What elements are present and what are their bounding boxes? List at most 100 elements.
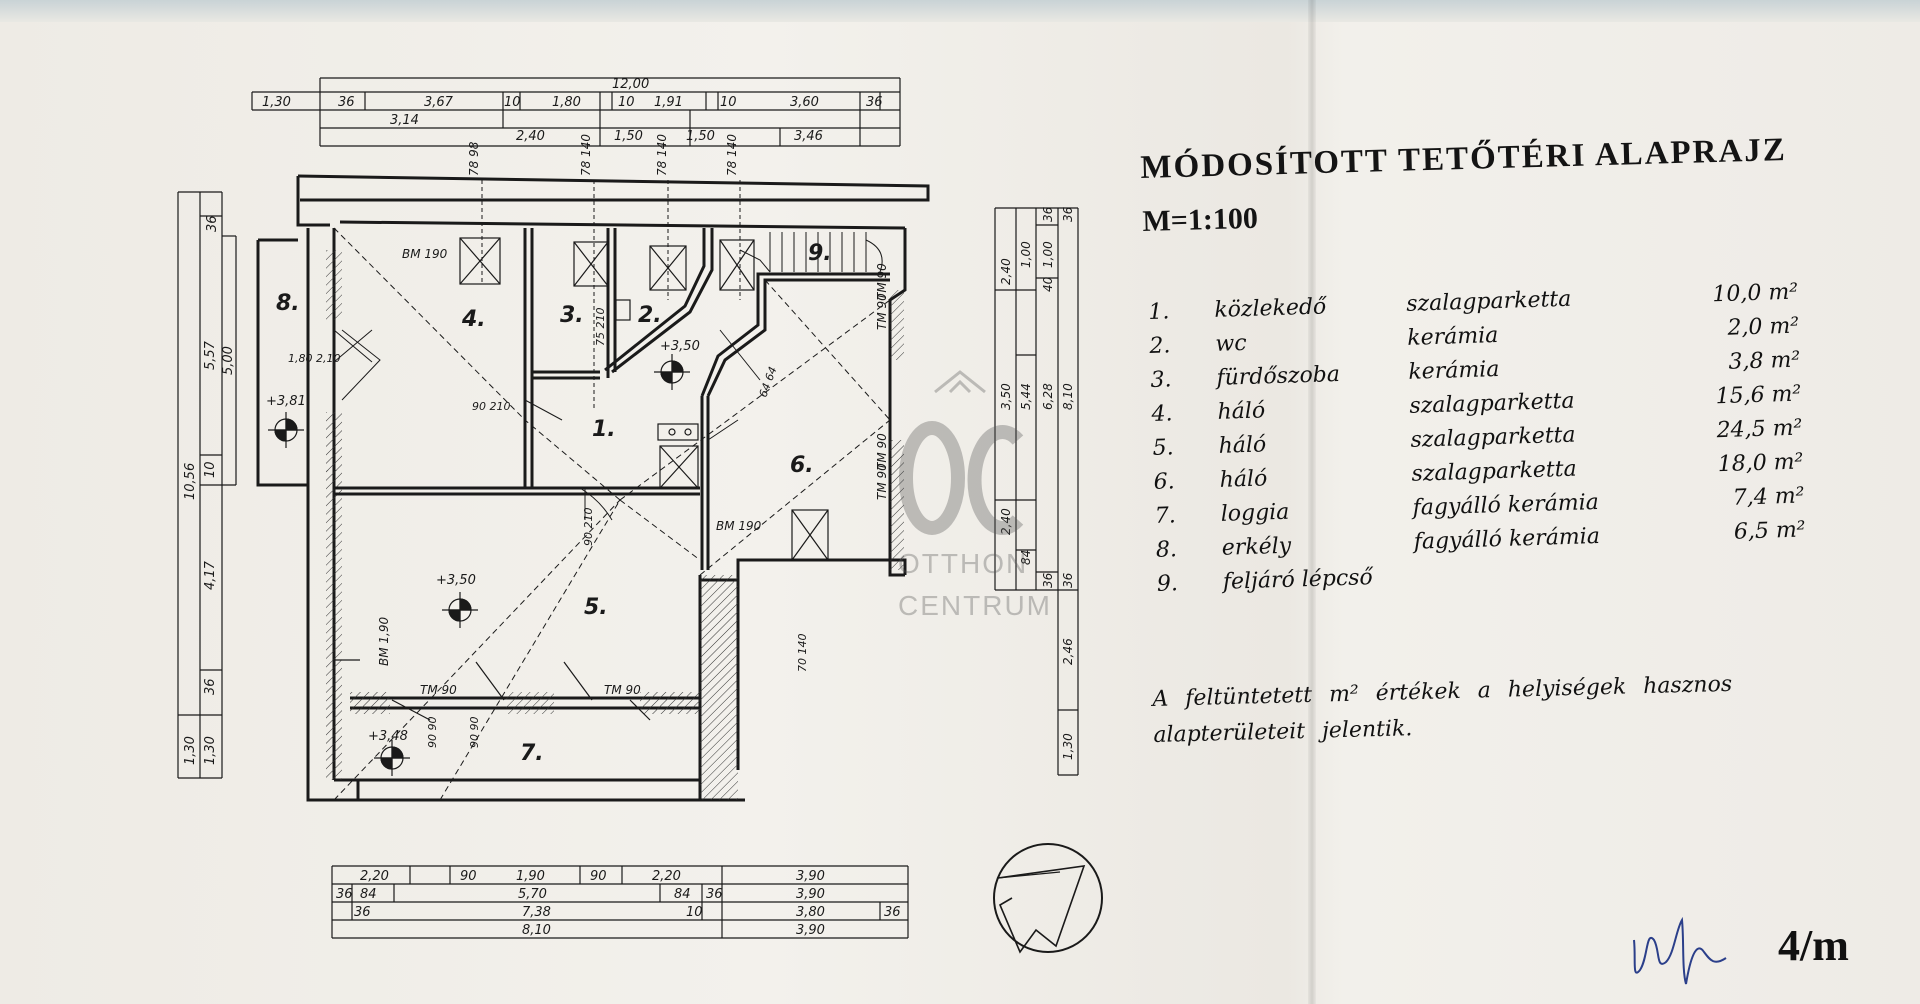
legend-name: erkély — [1221, 533, 1292, 561]
dim-top2-5: 3,46 — [794, 129, 823, 144]
watermark-logo — [899, 370, 1024, 535]
room-label-4: 4. — [461, 307, 486, 332]
dim-top-8: 10 — [720, 95, 737, 110]
inner-dim-4: 75 210 — [594, 308, 607, 347]
legend-num: 6. — [1153, 469, 1176, 495]
opening-mark-2: 78 140 — [579, 134, 593, 176]
room-label-3: 3. — [560, 303, 584, 328]
legend-floor: szalagparketta — [1409, 388, 1575, 419]
dim-bottom2-5: 36 — [706, 887, 723, 902]
dim-bottom1-6: 3,90 — [796, 869, 825, 884]
legend-floor: szalagparketta — [1410, 422, 1576, 453]
fixtures — [615, 299, 699, 489]
dim-top-1: 1,30 — [262, 95, 291, 110]
legend-num: 1. — [1148, 299, 1170, 325]
inner-dim-1: 1,80 2,10 — [288, 352, 340, 365]
hatched-walls — [326, 250, 904, 800]
right-dimension-text: 2,40 1,00 36 1,00 40 36 3,50 5,44 6,28 8… — [999, 206, 1075, 760]
dim-right-7: 3,50 — [999, 383, 1013, 410]
dim-top-5: 1,80 — [552, 95, 581, 110]
room-label-9: 9. — [808, 241, 832, 266]
dim-top-total: 12,00 — [612, 77, 649, 92]
window-tag-7: TM 90 — [604, 683, 641, 697]
dim-bottom1-3: 1,90 — [516, 869, 545, 884]
window-tag-2: BM 190 — [716, 519, 762, 533]
level-labels: +3,81 +3,50 +3,50 +3,48 — [266, 339, 700, 744]
level-mark-1 — [268, 412, 304, 448]
dim-top-7: 1,91 — [654, 95, 683, 110]
room-label-7: 7. — [520, 741, 544, 766]
watermark-brand-line2: CENTRUM — [898, 590, 1052, 621]
dim-left-6: 36 — [203, 678, 218, 695]
legend-area: 6,5 m² — [1733, 517, 1806, 545]
dim-bottom2-3: 5,70 — [518, 887, 547, 902]
legend-floor: kerámia — [1406, 323, 1499, 351]
dim-bottom2-4: 84 — [674, 887, 691, 902]
dim-left-3: 36 — [205, 215, 220, 232]
doors — [333, 329, 761, 521]
level-label-3: +3,50 — [436, 573, 476, 588]
room-label-1: 1. — [592, 417, 616, 442]
dim-bottom4-2: 3,90 — [796, 923, 825, 938]
dim-right-5: 40 — [1041, 276, 1055, 292]
stairs — [739, 232, 883, 273]
legend-floor: fagyálló kerámia — [1412, 489, 1600, 521]
dim-bottom3-1: 36 — [354, 905, 371, 920]
left-dimension-text: 10,56 4,17 36 5,57 10 36 1,30 1,30 5,00 — [183, 215, 236, 765]
north-arrow-icon — [993, 843, 1103, 954]
dim-top-10: 36 — [866, 95, 883, 110]
dim-bottom3-3: 10 — [686, 905, 703, 920]
dim-right-13: 36 — [1041, 572, 1055, 588]
dim-right-11: 2,40 — [999, 508, 1013, 535]
dim-left-4: 5,57 — [203, 340, 218, 370]
window-tag-1: BM 190 — [402, 247, 448, 261]
bottom-dimension-chains — [331, 865, 909, 939]
window-tag-8: TM 90 — [875, 463, 889, 500]
level-mark-3 — [442, 592, 478, 628]
room-label-8: 8. — [276, 291, 300, 316]
legend-floor: fagyálló kerámia — [1413, 523, 1601, 555]
dim-bottom1-4: 90 — [590, 869, 607, 884]
legend-area: 10,0 m² — [1712, 279, 1799, 308]
opening-mark-4: 78 140 — [725, 134, 739, 176]
dim-left-5: 10 — [203, 461, 218, 478]
legend-name: háló — [1218, 432, 1267, 459]
dim-left-8: 1,30 — [203, 736, 218, 765]
signature-mark — [1633, 916, 1727, 985]
interior-walls — [334, 228, 890, 570]
inner-dim-text: 1,80 2,10 90 210 90 210 75 210 70 140 64… — [288, 308, 809, 749]
dim-top2-4: 1,50 — [686, 129, 715, 144]
dim-bottom3-5: 36 — [884, 905, 901, 920]
dim-right-12: 84 — [1019, 550, 1033, 565]
legend-name: fürdőszoba — [1216, 362, 1341, 391]
dim-left-2: 4,17 — [203, 560, 218, 590]
dim-bottom1-5: 2,20 — [652, 869, 681, 884]
legend-area: 18,0 m² — [1717, 449, 1804, 478]
roof-windows — [459, 237, 829, 561]
page-fold — [1308, 0, 1316, 1004]
inner-dim-5: 70 140 — [796, 634, 809, 673]
window-tag-3: BM 1,90 — [377, 617, 391, 666]
top-opening-marks: 78 98 78 140 78 140 78 140 — [467, 134, 739, 176]
dim-right-14: 36 — [1061, 572, 1075, 588]
inner-dim-8: 90 90 — [468, 717, 481, 749]
loggia-openings — [334, 659, 651, 721]
legend-name: wc — [1215, 330, 1247, 357]
top-dimension-text: 1,30 36 3,67 10 1,80 10 1,91 10 3,60 36 … — [262, 77, 883, 144]
dim-right-8: 5,44 — [1019, 383, 1033, 410]
window-tag-5: TM 90 — [875, 433, 889, 470]
dim-bottom2-2: 84 — [360, 887, 377, 902]
dim-top-4: 10 — [504, 95, 521, 110]
legend-name: loggia — [1220, 499, 1290, 527]
dim-right-3: 36 — [1041, 206, 1055, 222]
room-label-6: 6. — [790, 453, 814, 478]
inner-dim-6: 64 64 — [757, 365, 780, 399]
dim-right-6: 36 — [1061, 206, 1075, 222]
legend-name: feljáró lépcső — [1222, 565, 1374, 595]
level-mark-2 — [654, 354, 690, 390]
dim-right-9: 6,28 — [1041, 383, 1055, 410]
legend-num: 8. — [1155, 537, 1178, 563]
top-dimension-chains — [251, 77, 901, 147]
dim-top2-3: 1,50 — [614, 129, 643, 144]
